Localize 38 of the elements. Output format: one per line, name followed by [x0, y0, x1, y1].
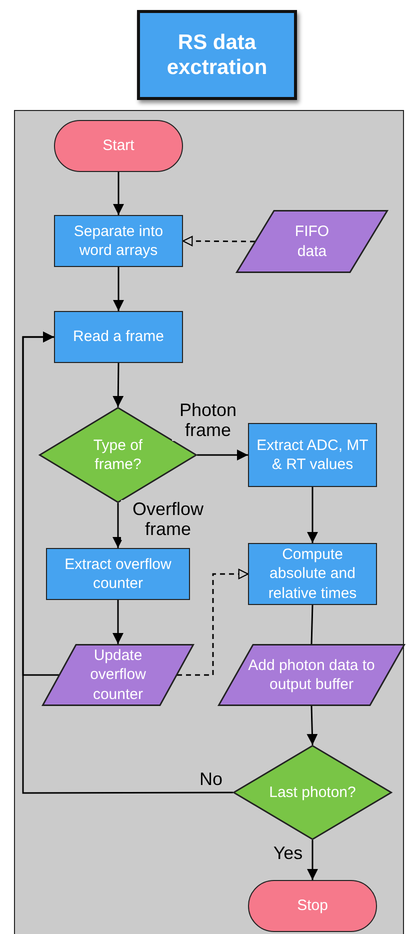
node-label: Type of frame? [92, 436, 144, 474]
node-label: Update overflow counter [89, 646, 147, 704]
arrow [113, 172, 124, 215]
node-label: Extract ADC, MT & RT values [256, 436, 370, 474]
process-box [248, 543, 377, 605]
dashed-arrow [182, 236, 255, 246]
terminal-box [54, 120, 183, 172]
decision-diamond [233, 745, 392, 840]
arrow [112, 600, 124, 644]
connector-line [310, 604, 314, 644]
dashed-arrow [177, 568, 249, 676]
node-label: Compute absolute and relative times [267, 544, 358, 604]
terminal-box [248, 880, 377, 932]
process-box [54, 311, 183, 363]
process-box [54, 215, 183, 267]
arrow [307, 487, 318, 543]
arrow [112, 503, 124, 548]
arrow [307, 840, 318, 880]
process-box [248, 423, 377, 487]
arrow [112, 363, 124, 407]
node-label: Start [102, 136, 134, 156]
node-label: Last photon? [269, 782, 356, 802]
arrow [113, 267, 124, 311]
title-box [137, 10, 297, 100]
node-label: RS data exctration [166, 30, 268, 80]
arrow [197, 450, 248, 460]
data-parallelogram [218, 644, 405, 706]
process-box [46, 548, 190, 600]
node-label: Extract overflow counter [64, 554, 172, 594]
data-parallelogram [42, 644, 194, 706]
node-label: Separate into word arrays [72, 222, 164, 260]
node-label: Add photon data to output buffer [247, 656, 376, 694]
node-label: FIFO data [294, 222, 330, 261]
arrow [22, 332, 233, 794]
node-label: Read a frame [73, 327, 164, 347]
data-parallelogram [236, 210, 388, 273]
node-label: Stop [297, 896, 328, 916]
arrow [306, 706, 318, 746]
